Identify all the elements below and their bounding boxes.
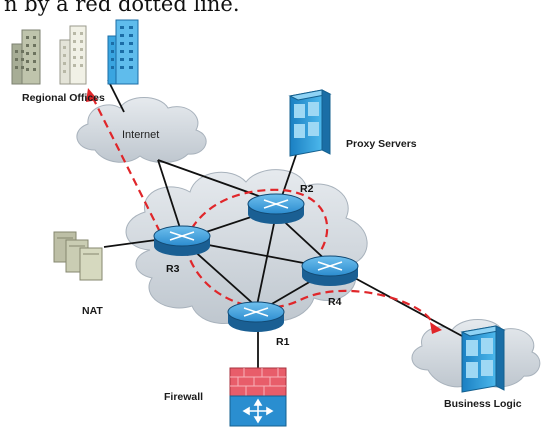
router-r1: R1	[227, 301, 290, 348]
link-offices-internet	[107, 79, 125, 113]
router-arrows-icon	[243, 307, 269, 317]
router-arrows-icon	[263, 199, 289, 209]
router-r4: R4	[301, 255, 359, 308]
arrow-up-head	[86, 88, 98, 102]
nat-servers: NAT	[53, 231, 103, 317]
red-dotted-path	[91, 95, 433, 323]
proxy-servers: Proxy Servers	[288, 89, 417, 157]
path-to-business-logic	[184, 247, 433, 323]
business-server-icon	[461, 325, 497, 393]
arrow-right-head	[430, 322, 442, 334]
router-arrows-icon	[317, 261, 343, 271]
building-gray-icon	[11, 29, 41, 85]
router-label-r1: R1	[276, 336, 290, 348]
business-logic-server: Business Logic	[444, 325, 522, 410]
nat-label: NAT	[82, 305, 103, 317]
firewall-label: Firewall	[164, 391, 203, 403]
router-label-r3: R3	[166, 263, 180, 275]
regional-offices-buildings: Regional Offices	[11, 19, 139, 104]
link-internet-r2	[157, 159, 271, 201]
core-network-cloud	[125, 169, 368, 324]
link-nat-r3	[103, 239, 157, 248]
router-label-r4: R4	[328, 296, 342, 308]
building-blue-icon	[107, 19, 139, 85]
link-r4-business	[339, 269, 463, 337]
internet-cloud: Internet	[76, 97, 207, 163]
internet-label: Internet	[122, 129, 159, 141]
router-label-r2: R2	[300, 183, 314, 195]
link-r2-r1	[255, 213, 277, 311]
business-logic-label: Business Logic	[444, 398, 522, 410]
path-loop-r2	[184, 188, 329, 253]
router-r3: R3	[153, 225, 211, 275]
firewall: Firewall	[164, 367, 287, 427]
regional-offices-label: Regional Offices	[22, 92, 105, 104]
caption-text: n by a red dotted line.	[4, 0, 240, 16]
router-r2: R2	[247, 183, 314, 224]
building-white-icon	[59, 25, 87, 85]
router-arrows-icon	[169, 231, 195, 241]
proxy-servers-label: Proxy Servers	[346, 138, 417, 150]
link-internet-r3	[157, 159, 181, 229]
nat-server-icon	[53, 231, 103, 281]
